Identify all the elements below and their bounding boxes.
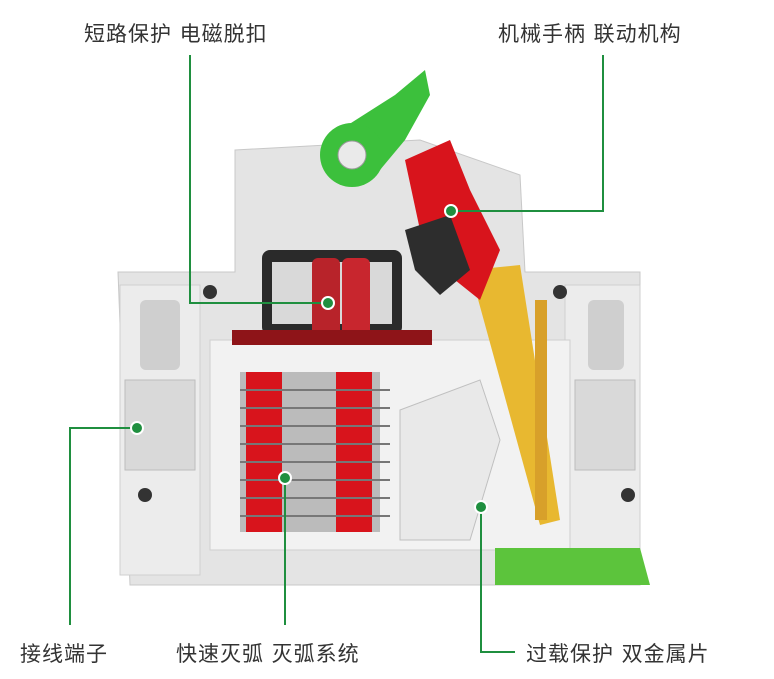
marker-dot xyxy=(321,296,335,310)
leader-lines xyxy=(69,55,604,653)
leader-short-circuit xyxy=(189,55,328,304)
label-arc: 快速灭弧 灭弧系统 xyxy=(176,642,360,666)
label-short-circuit: 短路保护 电磁脱扣 xyxy=(84,22,268,46)
right-terminal xyxy=(574,379,636,471)
label-terminal: 接线端子 xyxy=(20,642,108,666)
coil-base xyxy=(232,330,432,345)
moving-contact-block xyxy=(399,379,501,541)
din-clip xyxy=(495,548,650,585)
leader-terminal xyxy=(69,427,137,625)
marker-dot xyxy=(278,471,292,485)
arc-chute xyxy=(240,372,390,532)
marker-dot xyxy=(474,500,488,514)
latch xyxy=(405,215,470,295)
marker-dot xyxy=(444,204,458,218)
right-screw xyxy=(588,300,624,370)
left-screw xyxy=(140,300,180,370)
leader-handle xyxy=(451,55,604,212)
marker-dot xyxy=(130,421,144,435)
label-handle: 机械手柄 联动机构 xyxy=(498,22,682,46)
label-overload: 过载保护 双金属片 xyxy=(526,642,710,666)
linkage-lever xyxy=(405,140,500,300)
leader-overload xyxy=(480,507,515,653)
